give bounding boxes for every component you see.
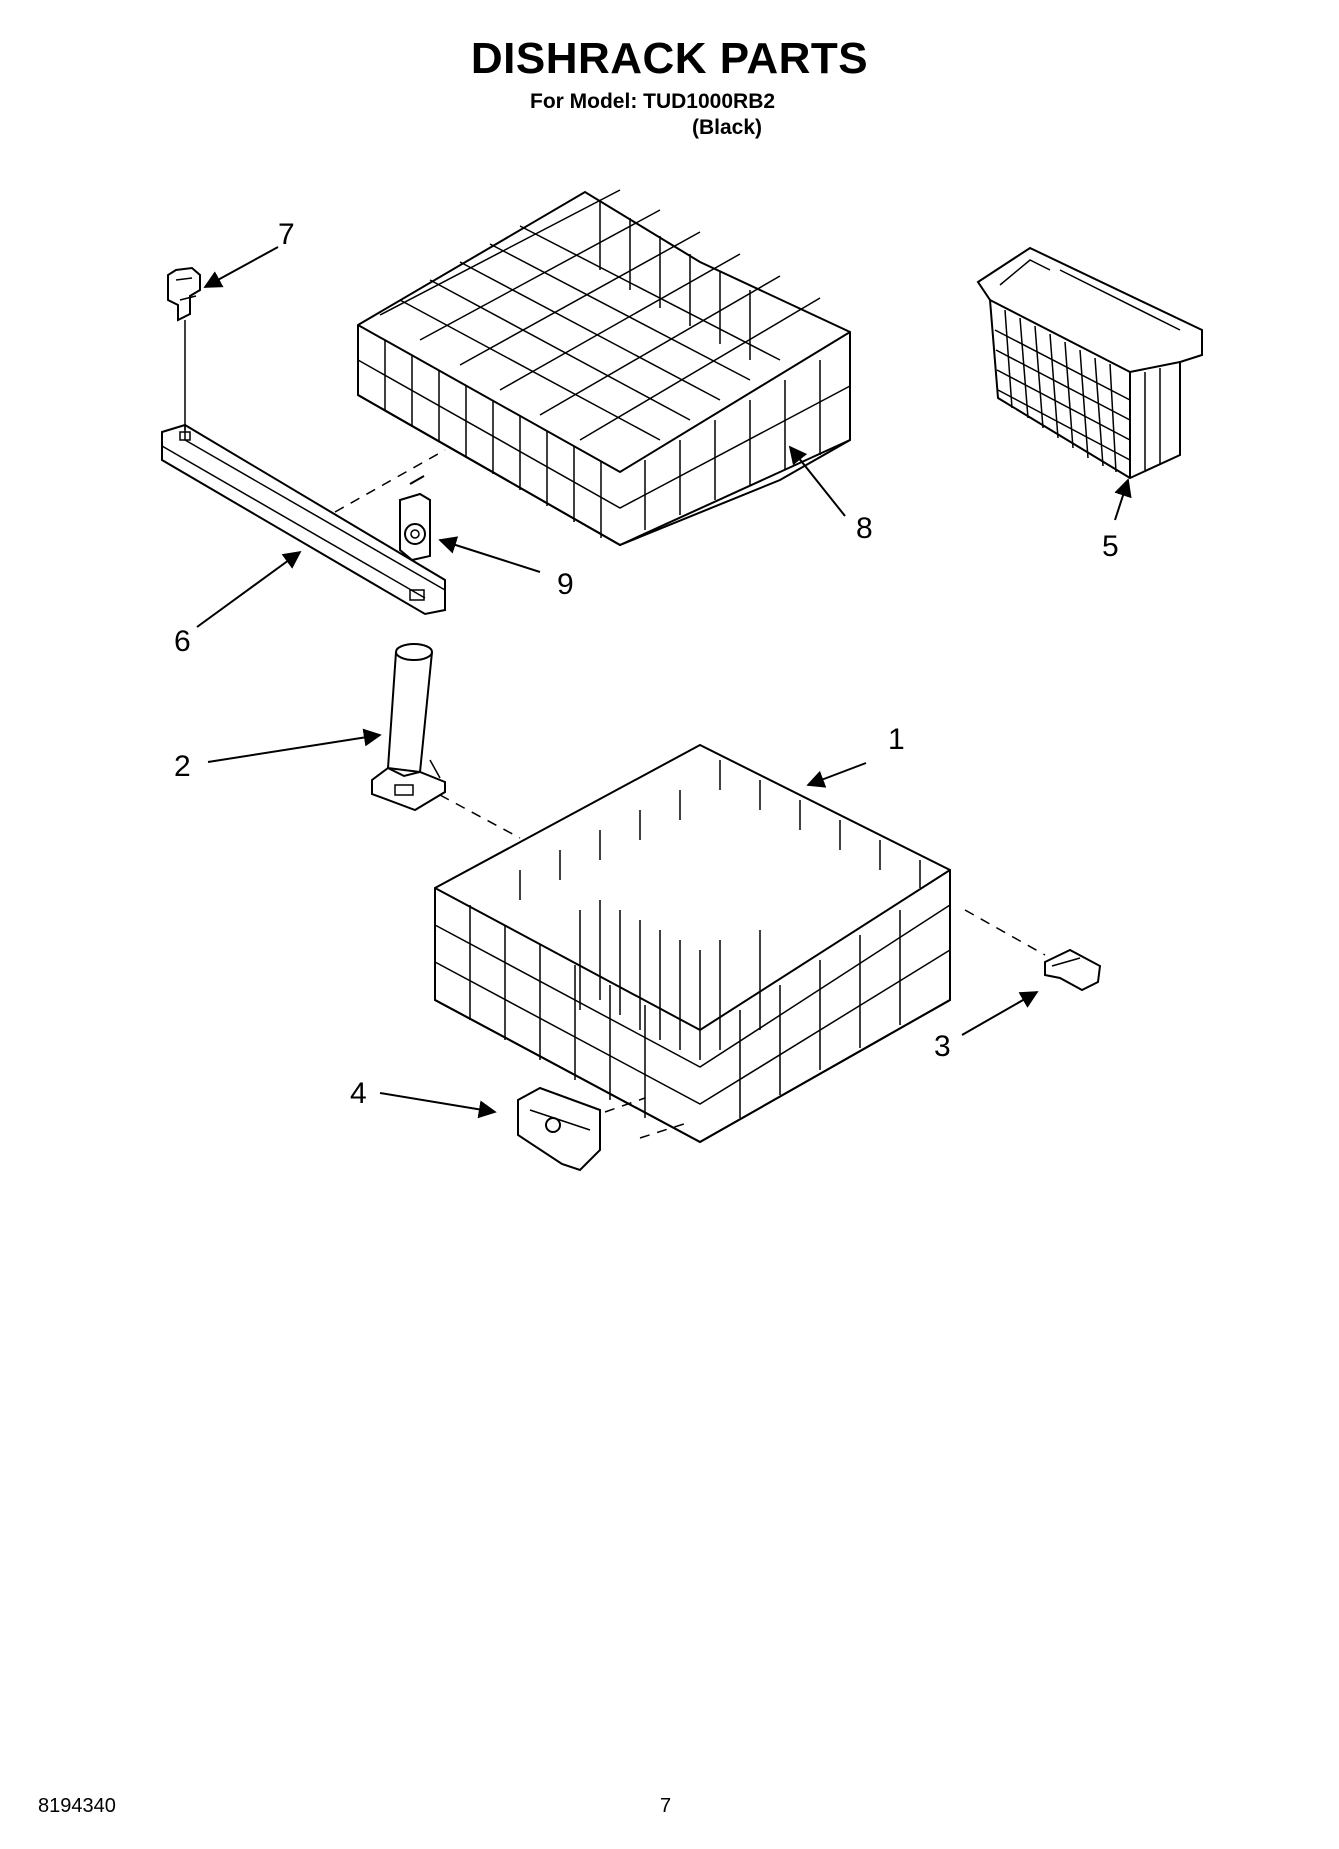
part-8-upper-rack [357, 189, 851, 547]
page-number: 7 [660, 1795, 672, 1817]
callout-3: 3 [934, 1030, 951, 1063]
callout-6: 6 [174, 625, 191, 658]
part-3-rack-bumper [1044, 948, 1102, 992]
leader-2 [207, 728, 382, 763]
leader-4 [379, 1092, 497, 1119]
callout-7: 7 [278, 218, 295, 251]
model-variant: (Black) [692, 116, 763, 139]
leader-9 [438, 536, 541, 573]
callout-5: 5 [1102, 530, 1119, 563]
leader-8 [788, 445, 846, 517]
leader-6 [196, 550, 302, 628]
part-5-silverware-basket [976, 246, 1203, 480]
leader-3 [961, 991, 1039, 1036]
part-6-rail [161, 423, 446, 616]
leader-7 [203, 246, 279, 288]
callout-1: 1 [888, 723, 905, 756]
callout-4: 4 [350, 1077, 367, 1110]
leader-1 [806, 762, 867, 788]
doc-number: 8194340 [38, 1795, 116, 1817]
callout-2: 2 [174, 750, 191, 783]
model-line: For Model: TUD1000RB2 [530, 90, 776, 113]
part-9-roller [399, 475, 431, 562]
callout-9: 9 [557, 568, 574, 601]
part-2-post [371, 643, 446, 812]
part-7-rack-clip [167, 266, 201, 430]
part-4-wheel [517, 1086, 601, 1172]
leader-5 [1114, 478, 1132, 521]
leader-arrows [196, 246, 1132, 1119]
page-title: DISHRACK PARTS [470, 34, 869, 83]
part-1-lower-rack [434, 743, 951, 1144]
callout-8: 8 [856, 512, 873, 545]
